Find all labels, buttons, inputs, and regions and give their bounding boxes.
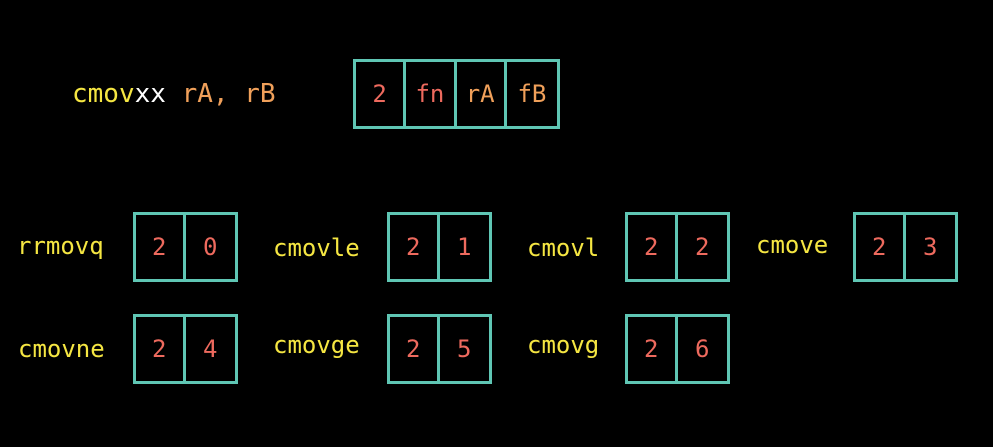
- mnemonic-suffix: xx: [134, 79, 166, 109]
- function-cell: 0: [203, 233, 218, 261]
- instruction-name: cmovge: [273, 331, 360, 359]
- function-cell: 6: [695, 335, 710, 363]
- instruction-encoding: 2 0: [133, 212, 238, 282]
- instruction-name: cmovg: [527, 331, 600, 359]
- opcode-cell: 2: [628, 317, 678, 381]
- operands: rA, rB: [181, 79, 276, 109]
- function-cell: 4: [203, 335, 218, 363]
- register-b-cell: fB: [517, 80, 547, 108]
- opcode-cell: 2: [390, 215, 440, 279]
- function-cell: 1: [457, 233, 472, 261]
- opcode-cell: 2: [136, 317, 186, 381]
- function-cell: 3: [923, 233, 938, 261]
- opcode-cell: 2: [390, 317, 440, 381]
- opcode-cell: 2: [356, 62, 407, 126]
- function-cell: 2: [695, 233, 710, 261]
- instruction-encoding: 2 3: [853, 212, 958, 282]
- opcode-cell: 2: [136, 215, 186, 279]
- instruction-encoding: 2 5: [387, 314, 492, 384]
- function-cell: fn: [406, 62, 457, 126]
- instruction-encoding: 2 2: [625, 212, 730, 282]
- mnemonic-prefix: cmov: [72, 79, 135, 109]
- register-a-cell: rA: [457, 62, 507, 126]
- instruction-name: cmovne: [18, 335, 105, 363]
- instruction-name: cmove: [756, 231, 829, 259]
- instruction-encoding: 2 4: [133, 314, 238, 384]
- instruction-encoding: 2 6: [625, 314, 730, 384]
- instruction-name: cmovl: [527, 234, 600, 262]
- instruction-name: rrmovq: [17, 232, 104, 260]
- opcode-cell: 2: [628, 215, 678, 279]
- instruction-encoding: 2 1: [387, 212, 492, 282]
- instruction-name: cmovle: [273, 234, 360, 262]
- format-encoding: 2 fn rA fB: [353, 59, 560, 129]
- function-cell: 5: [457, 335, 472, 363]
- instruction-format: cmovxx rA, rB: [72, 76, 276, 112]
- opcode-cell: 2: [856, 215, 906, 279]
